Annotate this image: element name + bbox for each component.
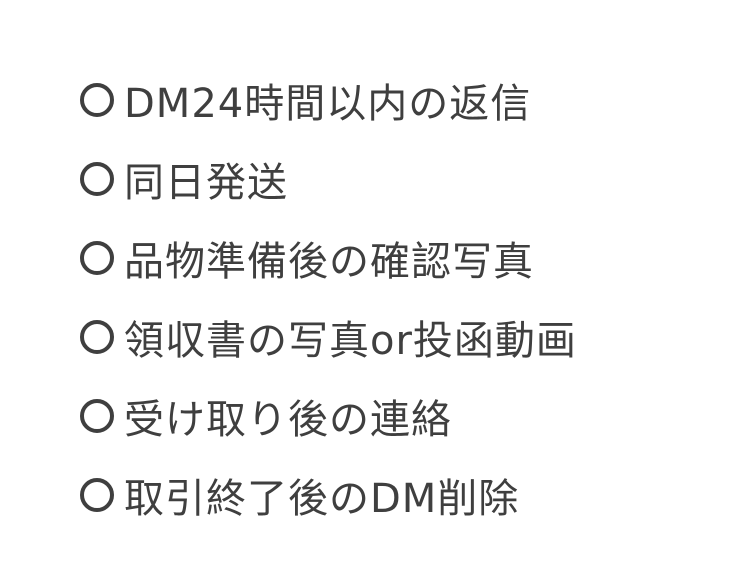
circle-outline-icon: [80, 477, 114, 512]
list-item: 受け取り後の連絡: [80, 376, 577, 455]
circle-outline-icon: [80, 398, 114, 433]
list-item-text: 品物準備後の確認写真: [124, 238, 534, 285]
circle-outline-icon: [80, 161, 114, 196]
list-item-text: 受け取り後の連絡: [124, 396, 452, 443]
list-item: 取引終了後のDM削除: [80, 455, 577, 534]
circle-outline-icon: [80, 240, 114, 275]
circle-outline-icon: [80, 319, 114, 354]
circle-outline-icon: [80, 82, 114, 117]
list-item-text: 領収書の写真or投函動画: [124, 317, 577, 364]
list-item-text: DM24時間以内の返信: [124, 80, 532, 127]
list-item-text: 取引終了後のDM削除: [124, 475, 520, 522]
list-item: 領収書の写真or投函動画: [80, 297, 577, 376]
checklist: DM24時間以内の返信 同日発送 品物準備後の確認写真 領収書の写真or投函動画…: [80, 60, 577, 534]
list-item: DM24時間以内の返信: [80, 60, 577, 139]
list-item-text: 同日発送: [124, 159, 288, 206]
list-item: 品物準備後の確認写真: [80, 218, 577, 297]
list-item: 同日発送: [80, 139, 577, 218]
